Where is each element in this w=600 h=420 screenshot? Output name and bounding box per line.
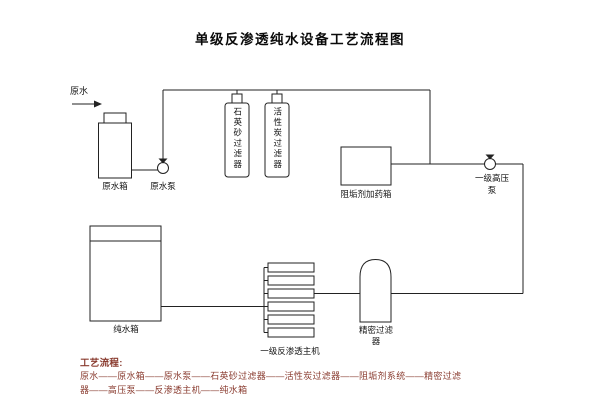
- pure-water-tank-shape: [89, 225, 162, 322]
- precision-filter-label-line1: 精密过滤: [358, 325, 393, 335]
- pipe-lines: [72, 89, 524, 333]
- quartz-filter-shape: [224, 93, 250, 178]
- antiscalant-box-label: 阻垢剂加药箱: [340, 189, 392, 199]
- raw-water-pump-symbol: [157, 158, 169, 174]
- carbon-filter-shape: [264, 93, 290, 178]
- feed-arrow: [94, 100, 102, 108]
- antiscalant-box-shape: [340, 146, 392, 186]
- pure-water-tank-label: 纯水箱: [113, 324, 139, 334]
- ro-unit-shape: [267, 262, 315, 338]
- feed-water-label: 原水: [70, 86, 89, 96]
- quartz-filter-label: 石英砂过滤器: [232, 107, 243, 170]
- hp-pump-label-line1: 一级高压: [474, 173, 509, 183]
- precision-filter-shape: [359, 258, 392, 323]
- hp-pump-label-line2: 泵: [487, 185, 497, 195]
- flow-text-line2: 器——高压泵——反渗透主机——纯水箱: [80, 385, 248, 395]
- page-title: 单级反渗透纯水设备工艺流程图: [195, 32, 405, 47]
- precision-filter-label-line2: 器: [371, 336, 381, 346]
- ro-unit-label: 一级反渗透主机: [260, 346, 320, 356]
- raw-water-tank-label: 原水箱: [102, 181, 128, 191]
- flow-text-line1: 原水——原水箱——原水泵——石英砂过滤器——活性炭过滤器——阻垢剂系统——精密过…: [80, 371, 462, 381]
- raw-water-tank-shape: [98, 112, 132, 179]
- hp-pump-symbol: [484, 154, 496, 170]
- raw-water-pump-label: 原水泵: [150, 181, 176, 191]
- footer-heading: 工艺流程:: [80, 358, 123, 369]
- carbon-filter-label: 活性炭过滤器: [272, 107, 283, 170]
